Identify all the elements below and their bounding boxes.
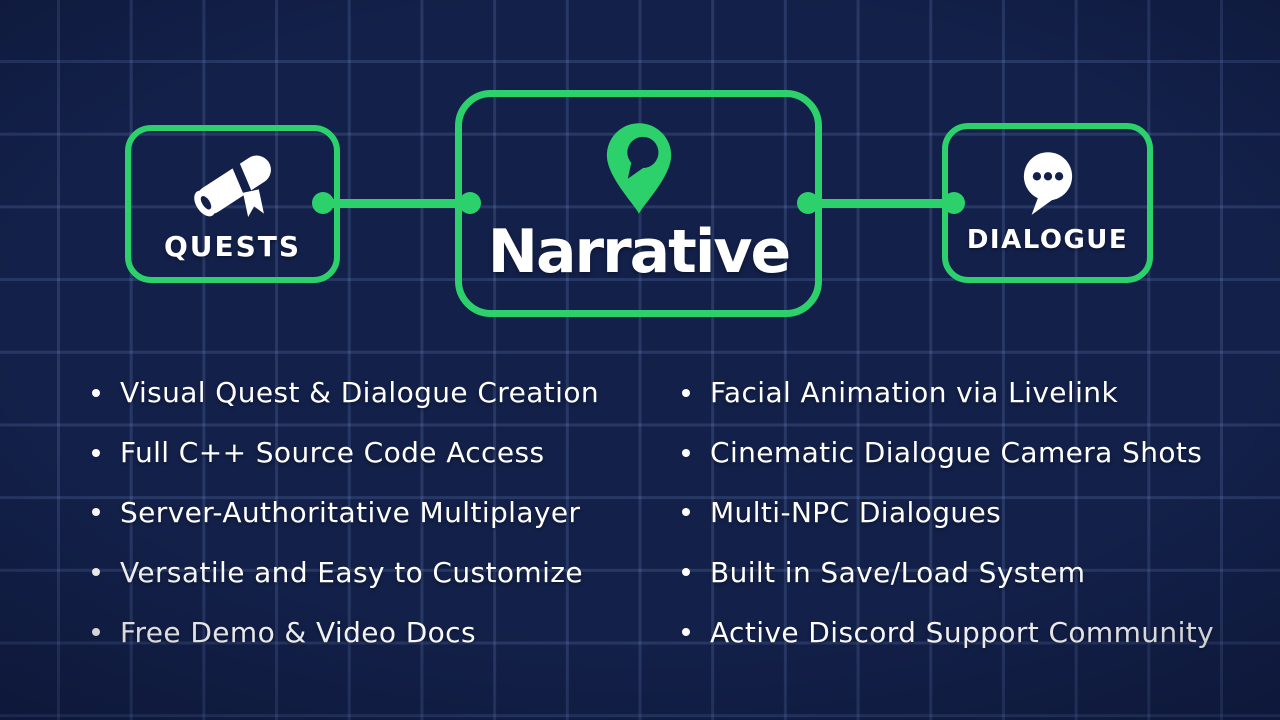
quest-scroll-icon [193, 155, 271, 217]
bullet-dot-icon [92, 508, 100, 517]
bullet-dot-icon [682, 388, 690, 397]
narrative-node: Narrative [455, 90, 822, 317]
map-pin-speech-icon [606, 122, 671, 214]
list-item: Built in Save/Load System [682, 542, 1214, 602]
feature-text: Multi-NPC Dialogues [710, 495, 1002, 529]
list-item: Versatile and Easy to Customize [92, 542, 599, 602]
list-item: Full C++ Source Code Access [92, 423, 599, 483]
bullet-dot-icon [682, 628, 690, 637]
feature-text: Cinematic Dialogue Camera Shots [710, 436, 1203, 470]
narrative-title: Narrative [487, 216, 791, 287]
dialogue-label: DIALOGUE [966, 224, 1129, 255]
feature-text: Full C++ Source Code Access [120, 436, 545, 470]
feature-text: Versatile and Easy to Customize [120, 555, 583, 589]
bullet-dot-icon [92, 568, 100, 577]
bullet-dot-icon [92, 388, 100, 397]
quests-label: QUESTS [163, 229, 302, 263]
feature-text: Server-Authoritative Multiplayer [120, 495, 581, 529]
bullet-dot-icon [682, 508, 690, 517]
quests-node: QUESTS [125, 125, 340, 283]
connector-line-right [808, 199, 954, 208]
dialogue-node: DIALOGUE [942, 123, 1153, 283]
feature-list-right: Facial Animation via Livelink Cinematic … [682, 363, 1214, 662]
feature-text: Built in Save/Load System [710, 555, 1086, 589]
feature-text: Facial Animation via Livelink [710, 376, 1119, 410]
list-item: Active Discord Support Community [682, 602, 1214, 662]
bullet-dot-icon [92, 628, 100, 637]
feature-text: Active Discord Support Community [710, 615, 1215, 649]
list-item: Server-Authoritative Multiplayer [92, 483, 599, 543]
feature-text: Free Demo & Video Docs [120, 615, 476, 649]
bullet-dot-icon [682, 448, 690, 457]
list-item: Visual Quest & Dialogue Creation [92, 363, 599, 423]
bullet-dot-icon [682, 568, 690, 577]
list-item: Cinematic Dialogue Camera Shots [682, 423, 1214, 483]
connector-line-left [322, 199, 470, 208]
feature-list-left: Visual Quest & Dialogue Creation Full C+… [92, 363, 599, 662]
speech-bubble-icon [1023, 151, 1072, 215]
list-item: Multi-NPC Dialogues [682, 483, 1214, 543]
bullet-dot-icon [92, 448, 100, 457]
list-item: Free Demo & Video Docs [92, 602, 599, 662]
feature-text: Visual Quest & Dialogue Creation [120, 376, 600, 410]
list-item: Facial Animation via Livelink [682, 363, 1214, 423]
